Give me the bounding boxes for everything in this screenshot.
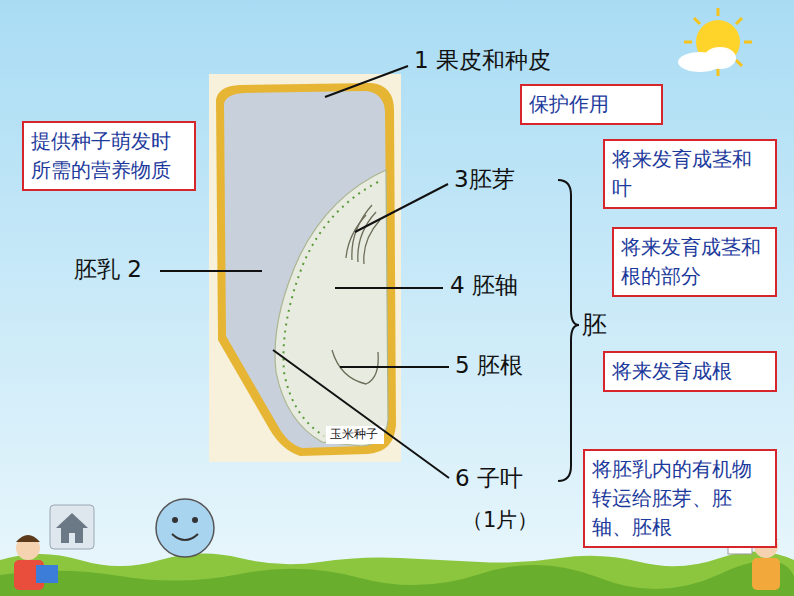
part-label: 胚乳 2 bbox=[74, 256, 142, 284]
note-label: （1片） bbox=[462, 508, 538, 533]
note-text: 将来发育成根 bbox=[612, 357, 768, 386]
smiley-icon bbox=[156, 499, 214, 557]
pericarp bbox=[216, 83, 396, 456]
group-label: 胚 bbox=[582, 310, 607, 340]
figure-caption: 玉米种子 bbox=[330, 427, 378, 441]
note-box: 将来发育成茎和叶 bbox=[603, 139, 777, 209]
note-box: 保护作用 bbox=[520, 84, 663, 125]
plumule bbox=[346, 205, 380, 264]
brace bbox=[558, 180, 579, 481]
note-text: 将胚乳内的有机物转运给胚芽、胚轴、胚根 bbox=[592, 455, 768, 542]
grass bbox=[0, 551, 794, 596]
part-label: 5 胚根 bbox=[455, 352, 523, 380]
cotyledon-border bbox=[283, 182, 378, 436]
part-label: 3胚芽 bbox=[454, 166, 515, 194]
note-text: 将来发育成茎和根的部分 bbox=[621, 233, 768, 291]
endosperm bbox=[224, 91, 388, 448]
part-label: 6 子叶 bbox=[455, 465, 523, 493]
note-text: 提供种子萌发时所需的营养物质 bbox=[31, 127, 187, 185]
note-text: 将来发育成茎和叶 bbox=[612, 145, 768, 203]
picture-frame bbox=[209, 74, 401, 462]
note-box: 将来发育成根 bbox=[603, 351, 777, 392]
note-box: 将来发育成茎和根的部分 bbox=[612, 227, 777, 297]
grass bbox=[0, 560, 794, 596]
note-box: 将胚乳内的有机物转运给胚芽、胚轴、胚根 bbox=[583, 449, 777, 548]
part-label: 1 果皮和种皮 bbox=[414, 47, 551, 75]
note-box: 提供种子萌发时所需的营养物质 bbox=[22, 121, 196, 191]
caption-patch bbox=[326, 426, 384, 444]
part-label: 4 胚轴 bbox=[450, 272, 518, 300]
sun-icon bbox=[678, 8, 752, 76]
note-text: 保护作用 bbox=[529, 90, 654, 119]
home-icon bbox=[50, 505, 94, 549]
embryo bbox=[275, 170, 388, 446]
leader-lines bbox=[160, 66, 449, 478]
